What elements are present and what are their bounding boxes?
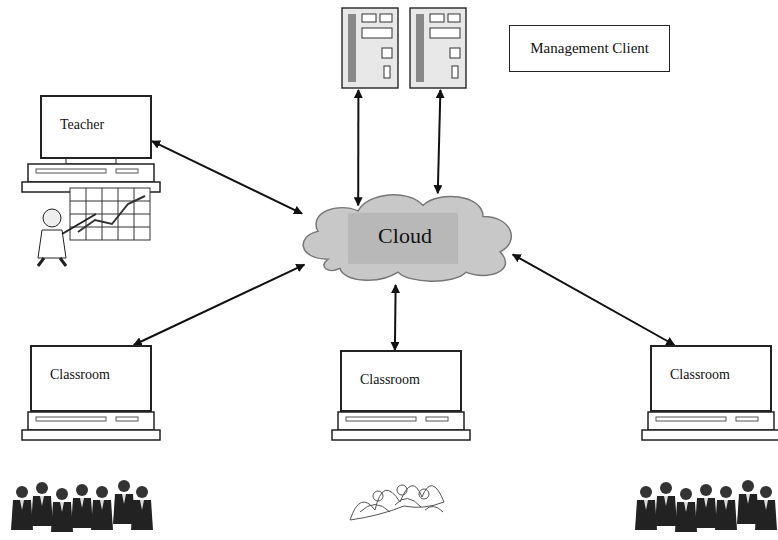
node-label: Teacher xyxy=(60,117,104,133)
students-sketch xyxy=(350,485,444,520)
node-label: Classroom xyxy=(50,367,110,383)
double-arrow xyxy=(394,285,397,350)
node-label: Classroom xyxy=(360,372,420,388)
double-arrow xyxy=(357,90,359,205)
teacher-monitor: Teacher xyxy=(40,95,152,159)
double-arrow xyxy=(134,265,305,345)
cloud-shape: Cloud xyxy=(288,185,522,287)
double-arrow xyxy=(438,90,441,193)
classroom-monitor: Classroom xyxy=(30,345,152,412)
classroom-monitor: Classroom xyxy=(650,345,772,412)
monitor-base xyxy=(22,158,778,440)
double-arrow xyxy=(152,141,302,213)
double-arrow xyxy=(513,254,675,345)
server-icon xyxy=(342,8,398,88)
management-client: Management Client xyxy=(342,8,670,90)
people-group xyxy=(11,480,777,532)
teacher-figure xyxy=(38,188,150,266)
server-icon xyxy=(410,8,466,88)
node-label: Management Client xyxy=(509,25,670,72)
classroom-monitor: Classroom xyxy=(340,350,462,412)
node-label: Classroom xyxy=(670,367,730,383)
node-label: Cloud xyxy=(378,223,432,249)
